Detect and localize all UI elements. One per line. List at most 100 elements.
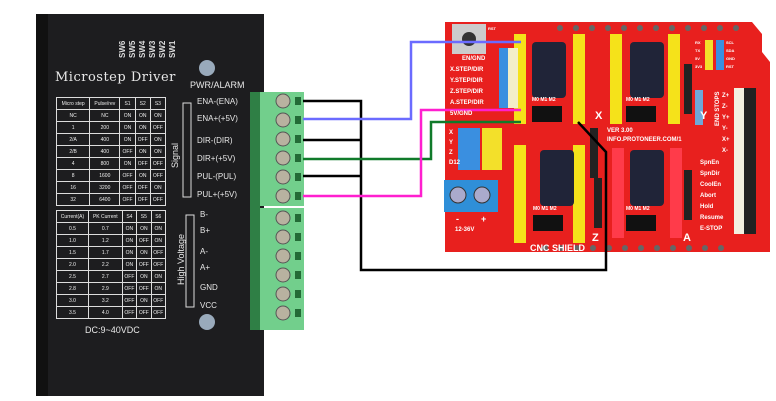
signal-pin-label: PUL-(PUL)	[197, 172, 237, 181]
arduino-pin	[605, 25, 611, 31]
axis-row-label: D12	[449, 160, 461, 166]
table-cell: ON	[134, 121, 151, 134]
terminal-screw-icon[interactable]	[275, 150, 291, 166]
table-cell: OFF	[119, 169, 136, 182]
endstop-label: Z+	[722, 93, 730, 99]
i2c-label: SCL	[726, 40, 734, 45]
terminal-screw-icon[interactable]	[275, 188, 291, 204]
table-cell: OFF	[150, 246, 167, 259]
driver-header	[610, 34, 622, 124]
table-cell: 2.0	[56, 258, 89, 271]
version-label: VER 3.00	[607, 128, 633, 134]
table-cell: 16	[55, 181, 91, 194]
table-header: Pulse/rev	[89, 97, 121, 110]
table-cell: OFF	[149, 193, 167, 206]
table-cell: ON	[119, 121, 136, 134]
table-cell: 1.0	[56, 234, 89, 247]
table-cell: ON	[119, 157, 136, 170]
table-cell: OFF	[134, 157, 151, 170]
terminal-socket	[295, 252, 301, 260]
screw-icon	[199, 60, 215, 76]
supply-voltage-label: DC:9~40VDC	[85, 325, 140, 335]
arduino-pin	[574, 245, 580, 251]
table-cell: ON	[136, 246, 152, 259]
table-cell: ON	[150, 222, 167, 235]
terminal-screw-icon[interactable]	[275, 305, 291, 321]
terminal-screw-icon[interactable]	[275, 169, 291, 185]
table-cell: ON	[134, 169, 151, 182]
terminal-screw-icon[interactable]	[275, 112, 291, 128]
terminal-socket	[295, 135, 301, 143]
jumper-block	[626, 215, 656, 231]
url-label: INFO.PROTONEER.COM/1	[607, 137, 682, 143]
table-cell: NC	[55, 109, 91, 122]
terminal-screw-icon[interactable]	[275, 131, 291, 147]
terminal-screw-icon[interactable]	[275, 267, 291, 283]
terminal-screw-icon[interactable]	[275, 248, 291, 264]
table-cell: ON	[119, 109, 136, 122]
table-cell: ON	[134, 145, 151, 158]
control-pin-label: Abort	[700, 193, 716, 199]
power-minus-label: -	[456, 214, 459, 224]
jumper-label: M0 M1 M2	[626, 97, 650, 103]
reset-button-cap[interactable]	[462, 32, 476, 46]
wire-black-common	[303, 99, 608, 272]
signal-pin-label: ENA+(+5V)	[197, 114, 238, 123]
hv-pin-label: A+	[200, 263, 211, 272]
resistor	[695, 90, 703, 125]
capacitor	[540, 150, 574, 206]
table-cell: 1	[55, 121, 91, 134]
table-cell: 200	[89, 121, 121, 134]
table-cell: ON	[121, 246, 138, 259]
switch-label: SW4	[138, 40, 147, 58]
terminal-screw-icon[interactable]	[275, 229, 291, 245]
signal-pin-label: DIR-(DIR)	[197, 136, 233, 145]
uart-label: RX	[695, 40, 701, 45]
table-cell: OFF	[149, 169, 167, 182]
endstop-label: Z-	[722, 104, 728, 110]
wire-magenta-pulse	[303, 108, 521, 198]
table-header: Current(A)	[56, 210, 89, 223]
screw-icon	[473, 186, 491, 204]
axis-row-label: X	[449, 130, 454, 136]
arduino-pin	[590, 245, 596, 251]
table-cell: OFF	[149, 157, 167, 170]
hv-bracket	[185, 214, 195, 308]
arduino-pin	[670, 245, 676, 251]
signal-pin-label: DIR+(+5V)	[197, 154, 236, 163]
terminal-socket	[295, 271, 301, 279]
signal-bracket	[182, 102, 192, 198]
table-cell: ON	[149, 181, 167, 194]
table-cell: 1.5	[56, 246, 89, 259]
table-cell: OFF	[121, 294, 138, 307]
terminal-socket	[295, 116, 301, 124]
endstop-label: X+	[722, 137, 730, 143]
terminal-screw-icon[interactable]	[275, 210, 291, 226]
pin-header	[590, 128, 598, 178]
terminal-screw-icon[interactable]	[275, 93, 291, 109]
uart-label: 3V3	[695, 64, 703, 69]
screw-icon	[199, 314, 215, 330]
arduino-pin	[685, 25, 691, 31]
shield-name: CNC SHIELD	[530, 243, 586, 253]
arduino-pin	[542, 245, 548, 251]
table-cell: 4.0	[87, 306, 123, 319]
pin-header	[508, 48, 518, 108]
table-cell: 8	[55, 169, 91, 182]
arduino-pin	[701, 25, 707, 31]
pin-label: 5V/GND	[450, 111, 473, 117]
axis-row-label: Z	[449, 150, 453, 156]
switch-label: SW2	[158, 40, 167, 58]
table-cell: OFF	[136, 258, 152, 271]
hv-pin-label: B+	[200, 226, 211, 235]
screw-icon	[449, 186, 467, 204]
terminal-screw-icon[interactable]	[275, 286, 291, 302]
table-cell: ON	[150, 282, 167, 295]
switch-label: SW6	[118, 40, 127, 58]
table-cell: OFF	[136, 234, 152, 247]
driver-heatsink-edge	[36, 14, 48, 396]
